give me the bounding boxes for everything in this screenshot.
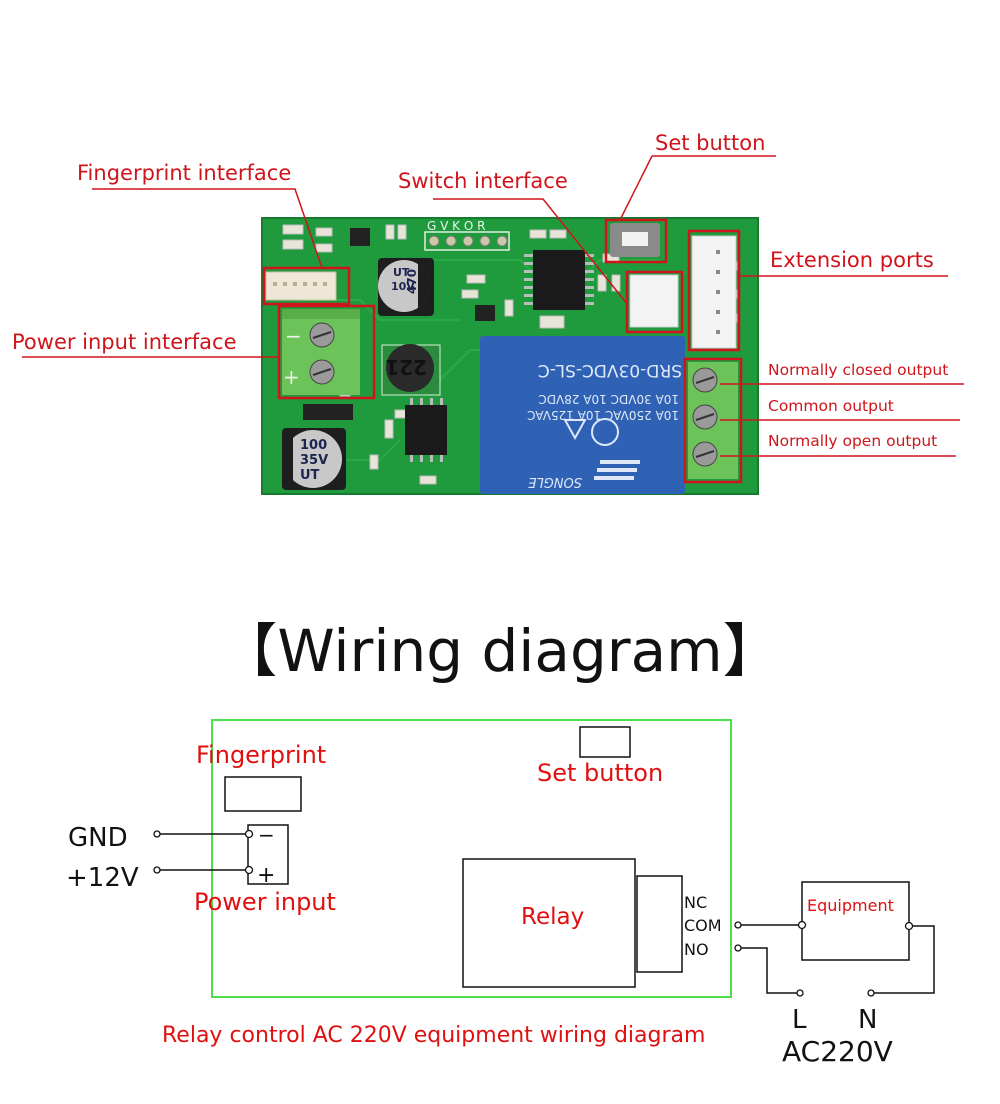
relay-terminal-box — [636, 875, 683, 973]
svg-text:10A 30VDC 10A 28VDC: 10A 30VDC 10A 28VDC — [538, 392, 679, 406]
callout-set-button: Set button — [655, 131, 766, 155]
callout-normally-closed-output: Normally closed output — [768, 361, 949, 379]
com-label: COM — [684, 916, 722, 935]
inductor — [386, 344, 434, 392]
svg-text:UT: UT — [393, 266, 410, 279]
n-terminal — [867, 989, 875, 997]
relay — [480, 336, 685, 494]
capacitor-100uf — [284, 430, 342, 488]
power-input-box — [247, 824, 289, 885]
wiring-diagram-section: Fingerprint Set button Power input Relay… — [0, 700, 1000, 1104]
relay-label: Relay — [521, 904, 584, 930]
svg-text:100: 100 — [300, 438, 327, 453]
equipment-to-n-wire — [872, 925, 935, 994]
l-label: L — [792, 1005, 807, 1035]
no-label: NO — [684, 940, 709, 959]
wiring-schematic: Fingerprint Set button Power input Relay… — [66, 719, 935, 1068]
relay-box — [462, 858, 636, 988]
board-photo-section: G V K O R 470 UT 10V 221 100 35 — [12, 131, 964, 495]
gnd-label: GND — [68, 823, 128, 853]
callout-power-input-interface: Power input interface — [12, 330, 237, 354]
fingerprint-box — [224, 776, 302, 812]
svg-text:221: 221 — [385, 355, 427, 379]
wiring-caption: Relay control AC 220V equipment wiring d… — [162, 1023, 705, 1048]
equipment-box — [801, 881, 910, 961]
callout-normally-open-output: Normally open output — [768, 432, 938, 450]
svg-text:−: − — [285, 324, 302, 348]
callout-common-output: Common output — [768, 397, 894, 415]
pcb-illustration: G V K O R 470 UT 10V 221 100 35 — [22, 155, 964, 495]
svg-text:SRD-03VDC-SL-C: SRD-03VDC-SL-C — [538, 360, 682, 380]
fingerprint-label: Fingerprint — [196, 741, 326, 769]
svg-text:10A 250VAC 10A 125VAC: 10A 250VAC 10A 125VAC — [527, 408, 679, 422]
l-terminal — [796, 989, 804, 997]
callout-extension-ports: Extension ports — [770, 248, 934, 272]
v12-label: +12V — [66, 863, 139, 893]
header-pin-labels: G V K O R — [427, 219, 485, 233]
board-outline — [211, 719, 732, 998]
leader-set-button — [619, 155, 776, 221]
set-button-label: Set button — [537, 759, 663, 787]
plus-label: + — [257, 863, 275, 888]
callout-fingerprint-interface: Fingerprint interface — [77, 161, 292, 185]
v12-terminal — [153, 866, 161, 874]
leader-switch — [433, 198, 629, 306]
set-button-box — [579, 726, 631, 758]
callout-switch-interface: Switch interface — [398, 169, 568, 193]
svg-text:35V: 35V — [300, 453, 328, 468]
svg-text:SONGLE: SONGLE — [527, 474, 582, 489]
n-label: N — [858, 1005, 877, 1035]
mcu-chip — [533, 250, 585, 310]
wiring-diagram-heading: 【Wiring diagram】 — [219, 617, 781, 685]
svg-text:+: + — [283, 365, 300, 389]
svg-text:10V: 10V — [391, 280, 415, 293]
ac220v-label: AC220V — [782, 1035, 893, 1068]
switch-connector — [629, 274, 679, 328]
gnd-terminal — [153, 830, 161, 838]
svg-text:UT: UT — [300, 468, 320, 483]
svg-text:470: 470 — [405, 269, 419, 294]
no-to-l-wire — [739, 947, 799, 994]
power-input-label: Power input — [194, 888, 336, 916]
equipment-label: Equipment — [807, 896, 894, 915]
nc-label: NC — [684, 893, 707, 912]
leader-fingerprint — [92, 188, 323, 269]
capacitor-470uf — [378, 260, 430, 312]
minus-label: − — [258, 823, 275, 847]
extension-connector — [691, 235, 737, 349]
